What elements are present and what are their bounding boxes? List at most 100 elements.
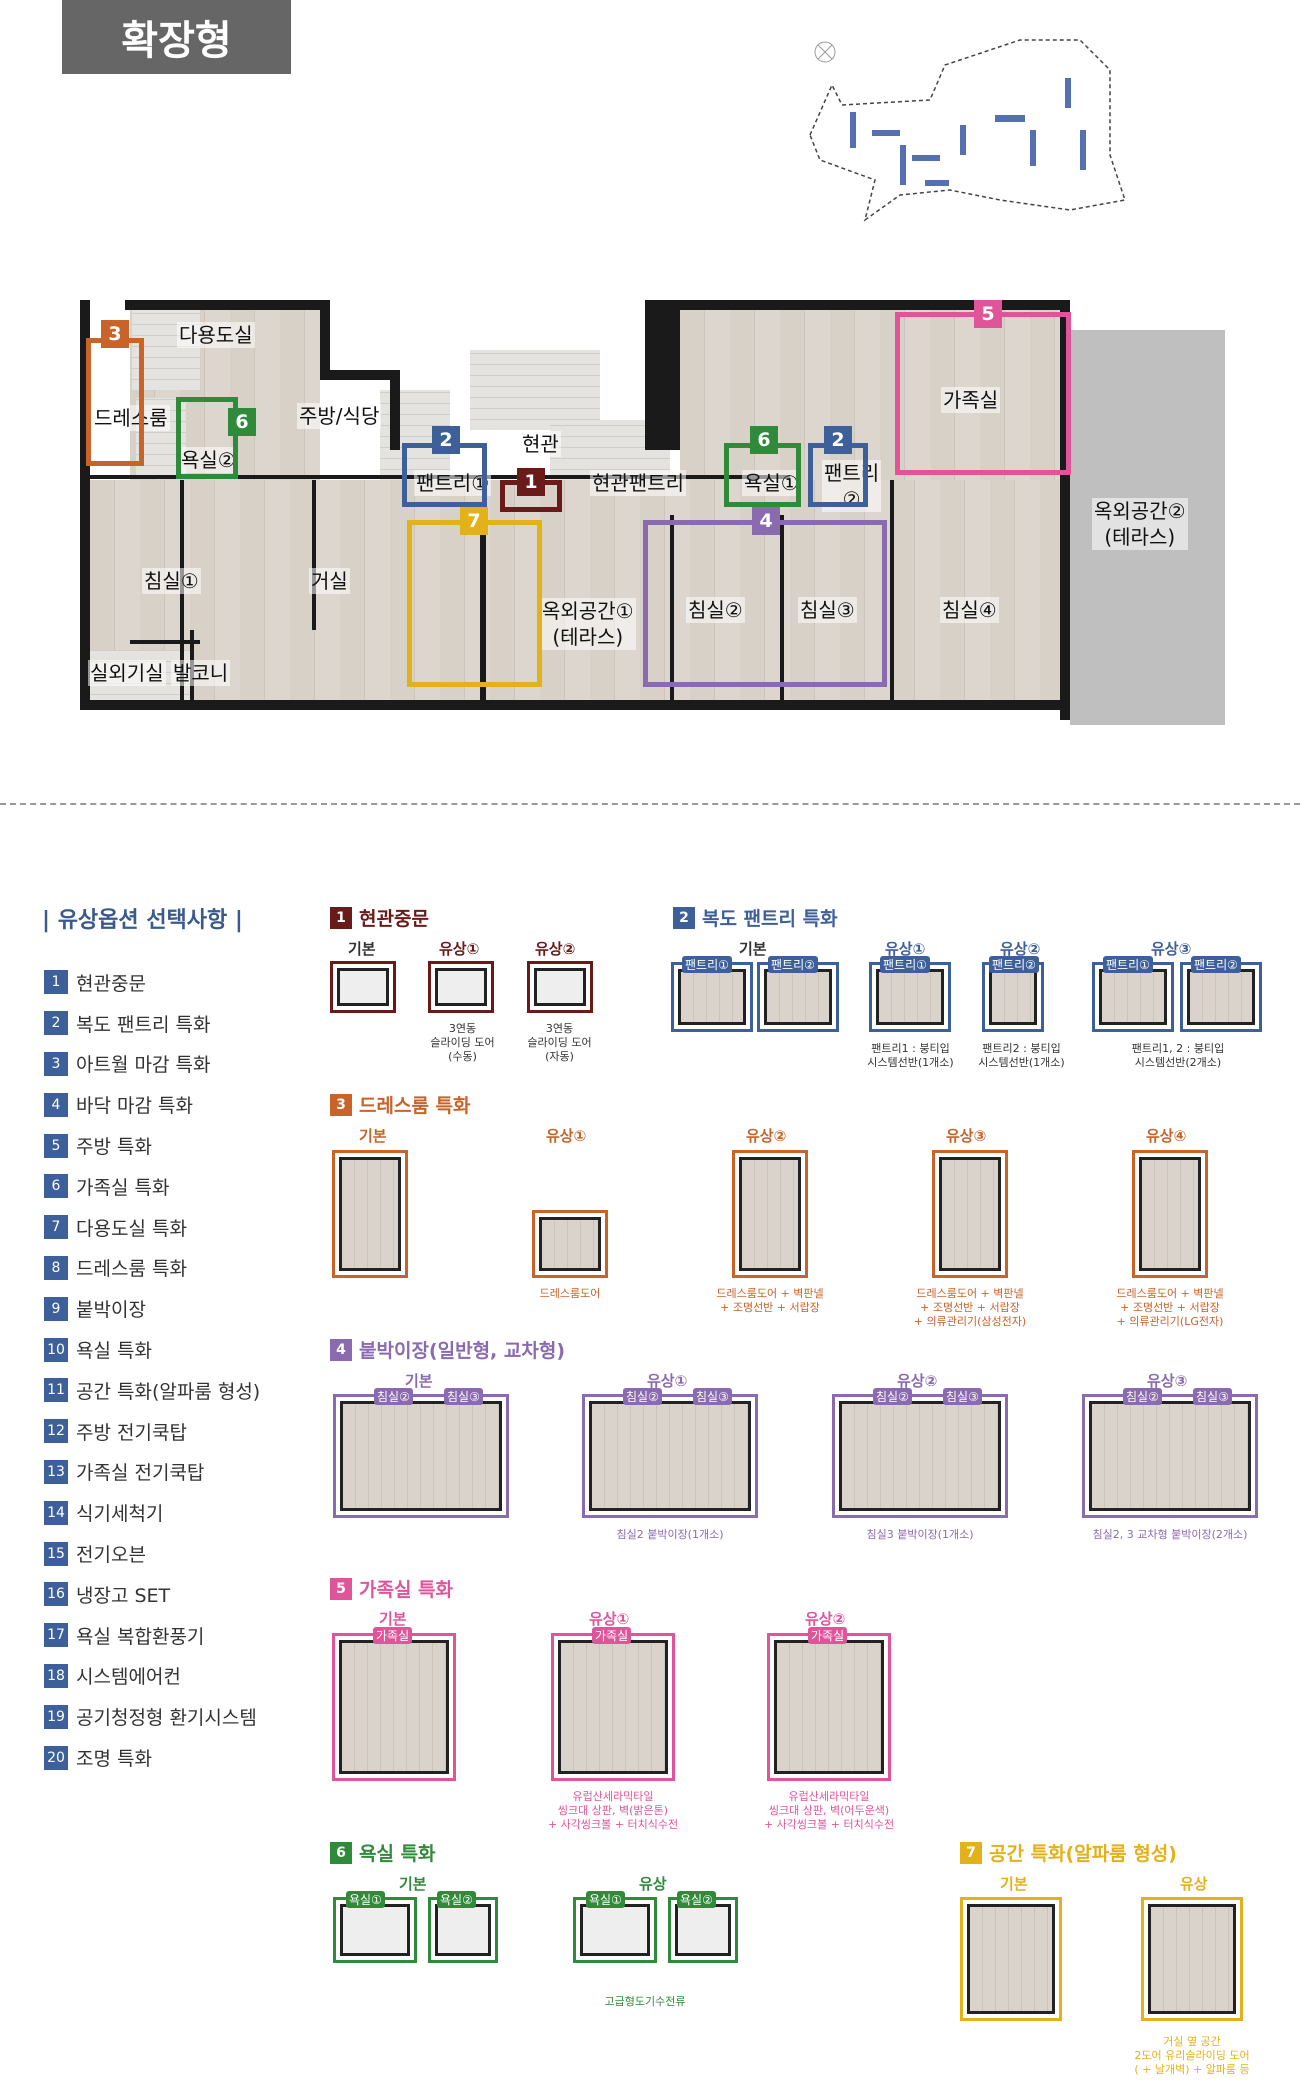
highlight-3 [86, 338, 144, 466]
marker-6a: 6 [228, 408, 256, 436]
s3-label-opt1: 유상① [546, 1127, 587, 1145]
s4-caption-2: 침실3 붙박이장(1개소) [866, 1528, 974, 1541]
s3-thumb-opt2 [732, 1150, 808, 1278]
room-kitchen: 주방/식당 [297, 403, 382, 429]
highlight-5 [895, 312, 1071, 475]
marker-4: 4 [752, 507, 780, 535]
s4-label-opt2: 유상② [897, 1372, 938, 1390]
s3-caption-4: 드레스룸도어 + 벽판넬 + 조명선반 + 서랍장 + 의류관리기(LG전자) [1116, 1287, 1224, 1328]
s3-thumb-opt1 [532, 1210, 608, 1278]
s5-caption-2: 유럽산세라믹타일 씽크대 상판, 벽(어두운색) + 사각씽크볼 + 터치식수전 [763, 1790, 895, 1831]
s2-label-opt1: 유상① [885, 940, 926, 958]
s3-label-base: 기본 [359, 1127, 387, 1145]
s2-thumb-opt2: 팬트리② [982, 956, 1044, 1032]
s6-label-base: 기본 [399, 1875, 427, 1893]
s1-caption-2: 3연동 슬라이딩 도어 (자동) [527, 1022, 592, 1063]
s2-label-opt2: 유상② [1000, 940, 1041, 958]
s3-caption-2: 드레스룸도어 + 벽판넬 + 조명선반 + 서랍장 [716, 1287, 824, 1314]
room-pantry1: 팬트리① [414, 470, 492, 496]
s2-label-opt3: 유상③ [1151, 940, 1192, 958]
marker-5: 5 [974, 300, 1002, 328]
s6-label-opt: 유상 [639, 1875, 667, 1893]
s1-label-opt1: 유상① [439, 940, 480, 958]
s2-thumb-base-1: 팬트리① [671, 956, 753, 1032]
marker-1: 1 [517, 468, 545, 496]
s2-caption-1: 팬트리1 : 붕티입 시스템선반(1개소) [867, 1042, 954, 1069]
s6-thumb-opt-2: 욕실② [668, 1891, 738, 1963]
s3-label-opt2: 유상② [746, 1127, 787, 1145]
s5-caption-1: 유럽산세라믹타일 씽크대 상판, 벽(밝은톤) + 사각씽크볼 + 터치식수전 [547, 1790, 679, 1831]
room-outdoor2: 옥외공간② (테라스) [1092, 498, 1188, 550]
room-outdoor-unit: 실외기실 [88, 660, 166, 686]
s3-thumb-opt4 [1132, 1150, 1208, 1278]
s3-label-opt3: 유상③ [946, 1127, 987, 1145]
room-family: 가족실 [941, 387, 1001, 413]
s2-label-base: 기본 [739, 940, 767, 958]
s1-thumb-base [330, 961, 396, 1013]
room-entrance-pantry: 현관팬트리 [590, 470, 686, 496]
floor-plan: 다용도실 드레스룸 주방/식당 욕실② 현관 팬트리① 현관팬트리 욕실① 팬트… [80, 300, 1230, 730]
options-title: | 유상옵션 선택사항 | [42, 908, 243, 933]
s7-caption: 거실 옆 공간 2도어 유리슬라이딩 도어 ( + 날개벽) + 알파룸 등 [1134, 2035, 1250, 2076]
room-dressroom: 드레스룸 [92, 405, 170, 431]
room-outdoor1: 옥외공간① (테라스) [540, 598, 636, 650]
marker-3: 3 [101, 320, 129, 348]
s1-label-opt2: 유상② [535, 940, 576, 958]
s5-label-base: 기본 [379, 1610, 407, 1628]
room-bedroom4: 침실④ [940, 597, 999, 623]
s1-thumb-opt2 [527, 961, 593, 1013]
s1-thumb-opt1 [428, 961, 494, 1013]
s2-thumb-opt1: 팬트리① [869, 956, 951, 1032]
s7-thumb-base [960, 1897, 1062, 2021]
s5-label-opt1: 유상① [589, 1610, 630, 1628]
room-living: 거실 [309, 568, 350, 594]
s6-caption: 고급형도기수전류 [604, 1995, 686, 2008]
room-balcony: 발코니 [171, 660, 231, 686]
room-bath1: 욕실① [742, 470, 801, 496]
highlight-7 [407, 520, 542, 687]
marker-6b: 6 [750, 426, 778, 454]
marker-2a: 2 [432, 426, 460, 454]
s7-label-base: 기본 [1000, 1875, 1028, 1893]
s3-thumb-opt3 [932, 1150, 1008, 1278]
section-divider [0, 803, 1300, 805]
s6-thumb-base-1: 욕실① [333, 1891, 417, 1963]
room-entrance: 현관 [520, 431, 561, 457]
s3-caption-3: 드레스룸도어 + 벽판넬 + 조명선반 + 서랍장 + 의류관리기(삼성전자) [913, 1287, 1027, 1328]
s3-caption-1: 드레스룸도어 [539, 1287, 601, 1300]
s4-caption-3: 침실2, 3 교차형 붙박이장(2개소) [1092, 1528, 1248, 1541]
s2-caption-3: 팬트리1, 2 : 붕티입 시스템선반(2개소) [1131, 1042, 1225, 1069]
s2-thumb-opt3-2: 팬트리② [1180, 956, 1262, 1032]
room-bedroom2: 침실② [686, 597, 745, 623]
marker-2b: 2 [824, 426, 852, 454]
highlight-6a [176, 397, 238, 479]
s4-caption-1: 침실2 붙박이장(1개소) [616, 1528, 724, 1541]
s2-thumb-opt3-1: 팬트리① [1092, 956, 1174, 1032]
marker-7: 7 [460, 507, 488, 535]
s6-thumb-opt-1: 욕실① [573, 1891, 657, 1963]
s5-thumb-base: 가족실 [332, 1627, 456, 1781]
s4-label-opt1: 유상① [647, 1372, 688, 1390]
